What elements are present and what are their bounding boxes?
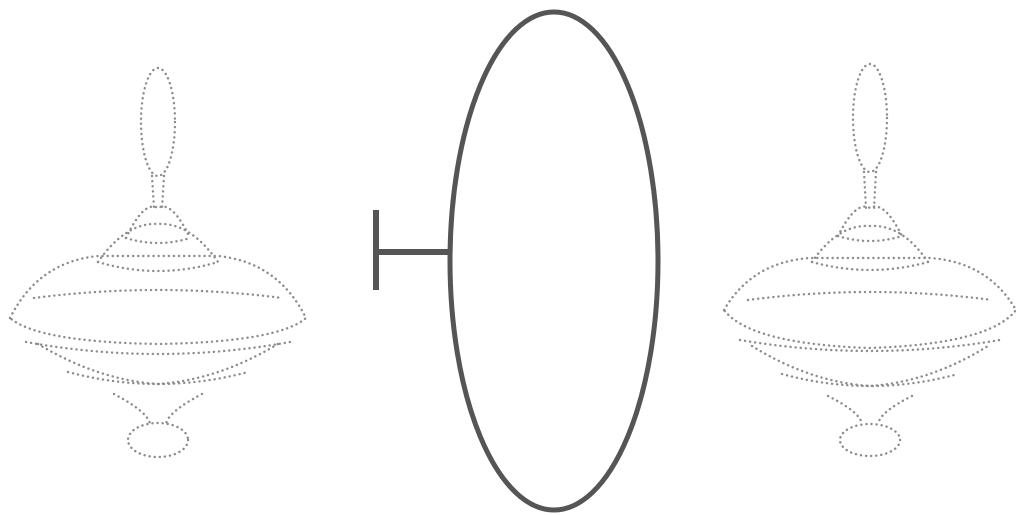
top-upper-dome (126, 207, 190, 238)
top-middle-dome (812, 226, 928, 262)
top-lower-body (752, 346, 988, 386)
top-middle-band (98, 262, 218, 271)
top-middle-band (812, 262, 928, 270)
top-equator-band-2 (740, 340, 1000, 351)
top-upper-band (126, 238, 190, 243)
top-equator-band-1 (748, 292, 992, 300)
top-body-outline (724, 258, 1016, 348)
top-tip-cone (828, 396, 912, 424)
top-tip-foot (840, 424, 900, 456)
spinning-top-left-icon (10, 68, 306, 457)
top-body-outline (10, 256, 306, 344)
top-stem-loop (853, 64, 887, 172)
ring-outline (450, 12, 658, 510)
top-tip-cone (114, 394, 202, 424)
spinning-top-right-icon (724, 64, 1016, 456)
top-stem-loop (141, 68, 175, 176)
top-lower-band (68, 372, 248, 384)
ring-with-handle-icon (376, 12, 658, 510)
top-upper-dome (838, 207, 902, 236)
top-equator-band-1 (34, 290, 282, 298)
top-stem-neck (152, 176, 164, 208)
top-lower-body (38, 344, 278, 384)
top-tip-foot (128, 423, 188, 457)
top-upper-band (838, 236, 902, 241)
top-stem-neck (864, 172, 876, 208)
top-equator-band-2 (26, 342, 290, 354)
top-lower-band (782, 374, 958, 386)
